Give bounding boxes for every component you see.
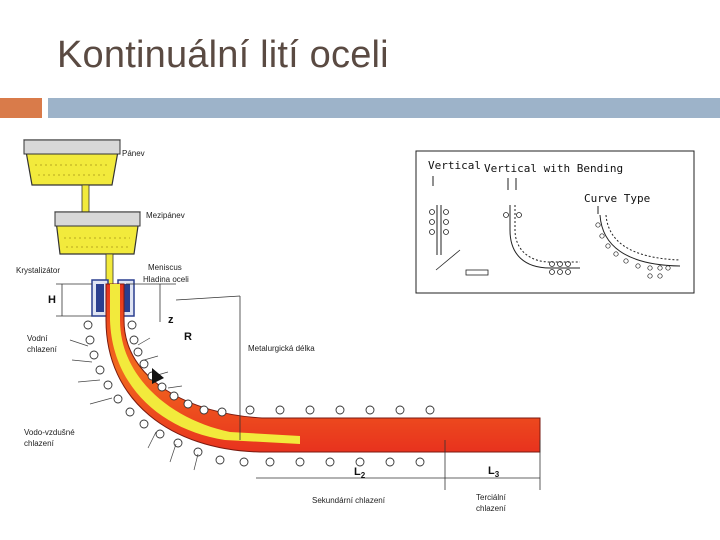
label-water-cooling-2: chlazení <box>27 345 58 354</box>
label-air-water-cooling-1: Vodo-vzdušné <box>24 428 75 437</box>
label-metallurgical-length: Metalurgická délka <box>248 344 315 353</box>
label-l2: L2 <box>354 466 366 480</box>
strand-shell <box>105 283 541 453</box>
label-secondary-cooling: Sekundární chlazení <box>312 496 386 505</box>
caster-types-inset: Vertical Vertical with Bending Curve Typ… <box>415 150 695 294</box>
label-steel-level: Hladina oceli <box>143 275 189 284</box>
flow-arrow <box>152 368 164 384</box>
tundish <box>54 211 141 255</box>
label-water-cooling-1: Vodní <box>27 334 48 343</box>
label-ladle: Pánev <box>122 149 145 158</box>
support-rollers <box>83 320 435 467</box>
label-l3: L3 <box>488 465 500 479</box>
label-tundish: Mezipánev <box>146 211 185 220</box>
label-tertiary-cooling-1: Terciální <box>476 493 507 502</box>
accent-bar-orange <box>0 98 42 118</box>
label-z: z <box>168 314 174 326</box>
label-meniscus: Meniscus <box>148 263 182 272</box>
label-mold: Krystalizátor <box>16 266 60 275</box>
ladle <box>23 139 121 186</box>
liquid-core <box>110 284 300 444</box>
label-r: R <box>184 331 192 343</box>
spray-marks <box>69 337 199 471</box>
slide-title: Kontinuální lití oceli <box>57 34 389 76</box>
inset-curve-label: Curve Type <box>584 192 650 205</box>
inset-bending-label: Vertical with Bending <box>484 162 623 175</box>
accent-bar-blue <box>48 98 720 118</box>
dimension-lines <box>56 283 541 490</box>
inset-vertical-label: Vertical <box>428 159 481 172</box>
label-h: H <box>48 294 56 306</box>
label-tertiary-cooling-2: chlazení <box>476 504 507 513</box>
label-air-water-cooling-2: chlazení <box>24 439 55 448</box>
